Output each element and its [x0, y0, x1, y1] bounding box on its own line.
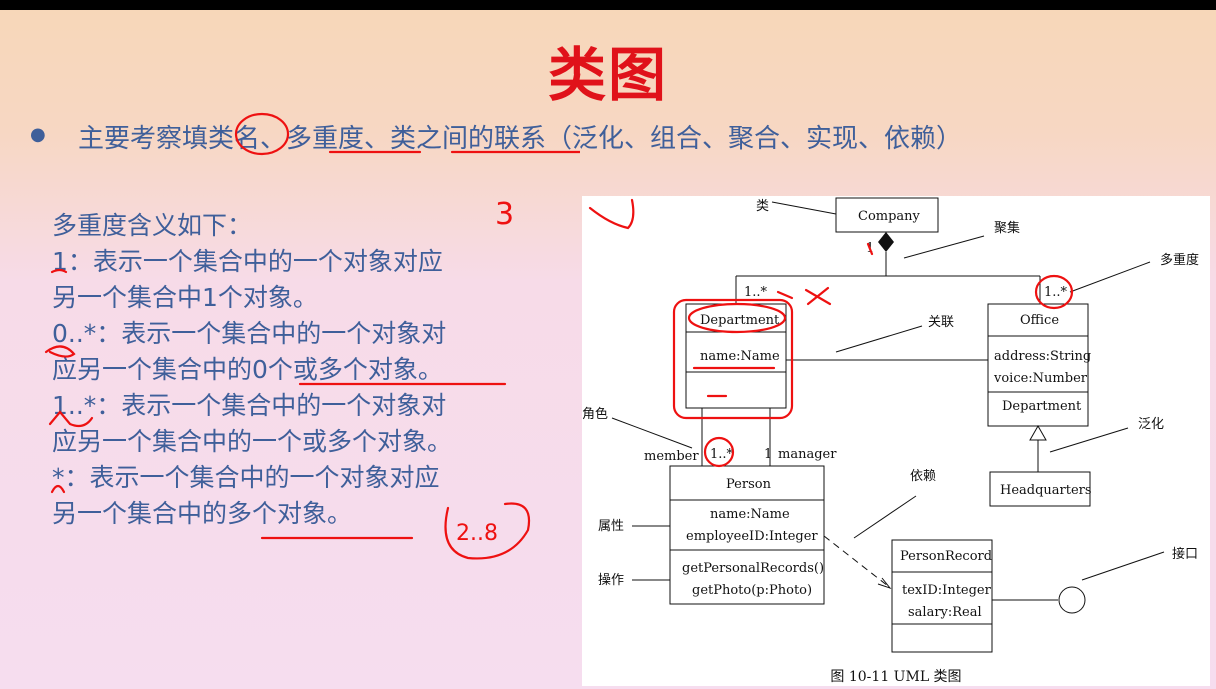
office-class-box — [987, 303, 1089, 427]
multiplicity-heading: 多重度含义如下： — [52, 211, 253, 240]
person-op: getPersonalRecords() — [682, 561, 824, 576]
generalization-arrow-icon — [1029, 424, 1047, 441]
person-attr: name:Name — [710, 507, 790, 522]
annotation-three: 3 — [495, 197, 514, 232]
multiplicity-line: 另一个集合中1个对象。 — [52, 283, 318, 312]
personrecord-class-name: PersonRecord — [900, 549, 992, 564]
multiplicity-line: 另一个集合中的多个对象。 — [52, 499, 353, 528]
multiplicity-explanation: 多重度含义如下： 1：表示一个集合中的一个对象对应 另一个集合中1个对象。 0.… — [52, 208, 452, 532]
multiplicity-line: 1..*：表示一个集合中的一个对象对 — [52, 391, 447, 420]
bullet-text: 主要考察填类名、多重度、类之间的联系（泛化、组合、聚合、实现、依赖） — [78, 124, 963, 154]
department-class-name: Department — [700, 313, 780, 328]
multiplicity-line: 应另一个集合中的0个或多个对象。 — [52, 355, 443, 384]
office-class-name: Office — [1020, 313, 1059, 328]
office-attr: address:String — [994, 349, 1091, 364]
person-op: getPhoto(p:Photo) — [692, 583, 812, 598]
slide-title: 类图 — [547, 41, 668, 109]
role-member: member — [644, 449, 699, 464]
company-class-box — [835, 197, 939, 233]
office-mult: 1..* — [1044, 285, 1068, 300]
annotation-range: 2..8 — [456, 521, 498, 546]
handwritten-annotations: 3 2..8 — [44, 112, 580, 560]
label-dependency: 依赖 — [910, 469, 936, 484]
dependency-line — [823, 535, 889, 587]
label-class: 类 — [756, 199, 769, 214]
interface-circle-icon — [1058, 586, 1086, 614]
member-mult: 1..* — [710, 447, 734, 462]
manager-mult: 1 — [764, 447, 772, 462]
label-interface: 接口 — [1172, 546, 1198, 562]
uml-class-diagram: Company 类 1 聚集 1..* 1..* 多重度 Department … — [582, 196, 1210, 686]
role-manager: manager — [778, 447, 837, 462]
multiplicity-line: 1：表示一个集合中的一个对象对应 — [52, 247, 443, 276]
person-attr: employeeID:Integer — [686, 529, 818, 544]
label-multiplicity: 多重度 — [1160, 252, 1199, 268]
bullet-dot-icon: ● — [30, 124, 46, 145]
composition-diamond-icon — [878, 232, 894, 252]
personrecord-attr: texID:Integer — [902, 583, 992, 598]
label-operation: 操作 — [598, 572, 624, 588]
multiplicity-line: 0..*：表示一个集合中的一个对象对 — [52, 319, 447, 348]
person-class-name: Person — [726, 477, 772, 492]
multiplicity-line: *：表示一个集合中的一个对象对应 — [52, 463, 440, 492]
personrecord-attr: salary:Real — [908, 605, 982, 620]
personrecord-class-box — [891, 539, 993, 653]
multiplicity-line: 应另一个集合中的一个或多个对象。 — [52, 427, 453, 456]
label-attribute: 属性 — [598, 519, 624, 534]
department-attr: name:Name — [700, 349, 780, 364]
slide: 类图 ● 主要考察填类名、多重度、类之间的联系（泛化、组合、聚合、实现、依赖） … — [0, 10, 1216, 689]
label-generalization: 泛化 — [1138, 417, 1164, 432]
company-class-name: Company — [858, 209, 921, 224]
headquarters-class-box — [989, 471, 1091, 507]
uml-diagram-canvas: Company 类 1 聚集 1..* 1..* 多重度 Department … — [582, 197, 1199, 653]
label-aggregation: 聚集 — [994, 220, 1020, 236]
department-class-box — [685, 303, 787, 409]
dept-mult: 1..* — [744, 285, 768, 300]
office-attr: voice:Number — [993, 371, 1088, 386]
label-association: 关联 — [928, 315, 954, 330]
person-class-box — [669, 465, 825, 605]
headquarters-class-name: Headquarters — [1000, 483, 1092, 498]
office-op: Department — [1002, 399, 1082, 414]
label-role: 角色 — [582, 406, 608, 422]
diagram-caption: 图 10-11 UML 类图 — [830, 669, 962, 685]
